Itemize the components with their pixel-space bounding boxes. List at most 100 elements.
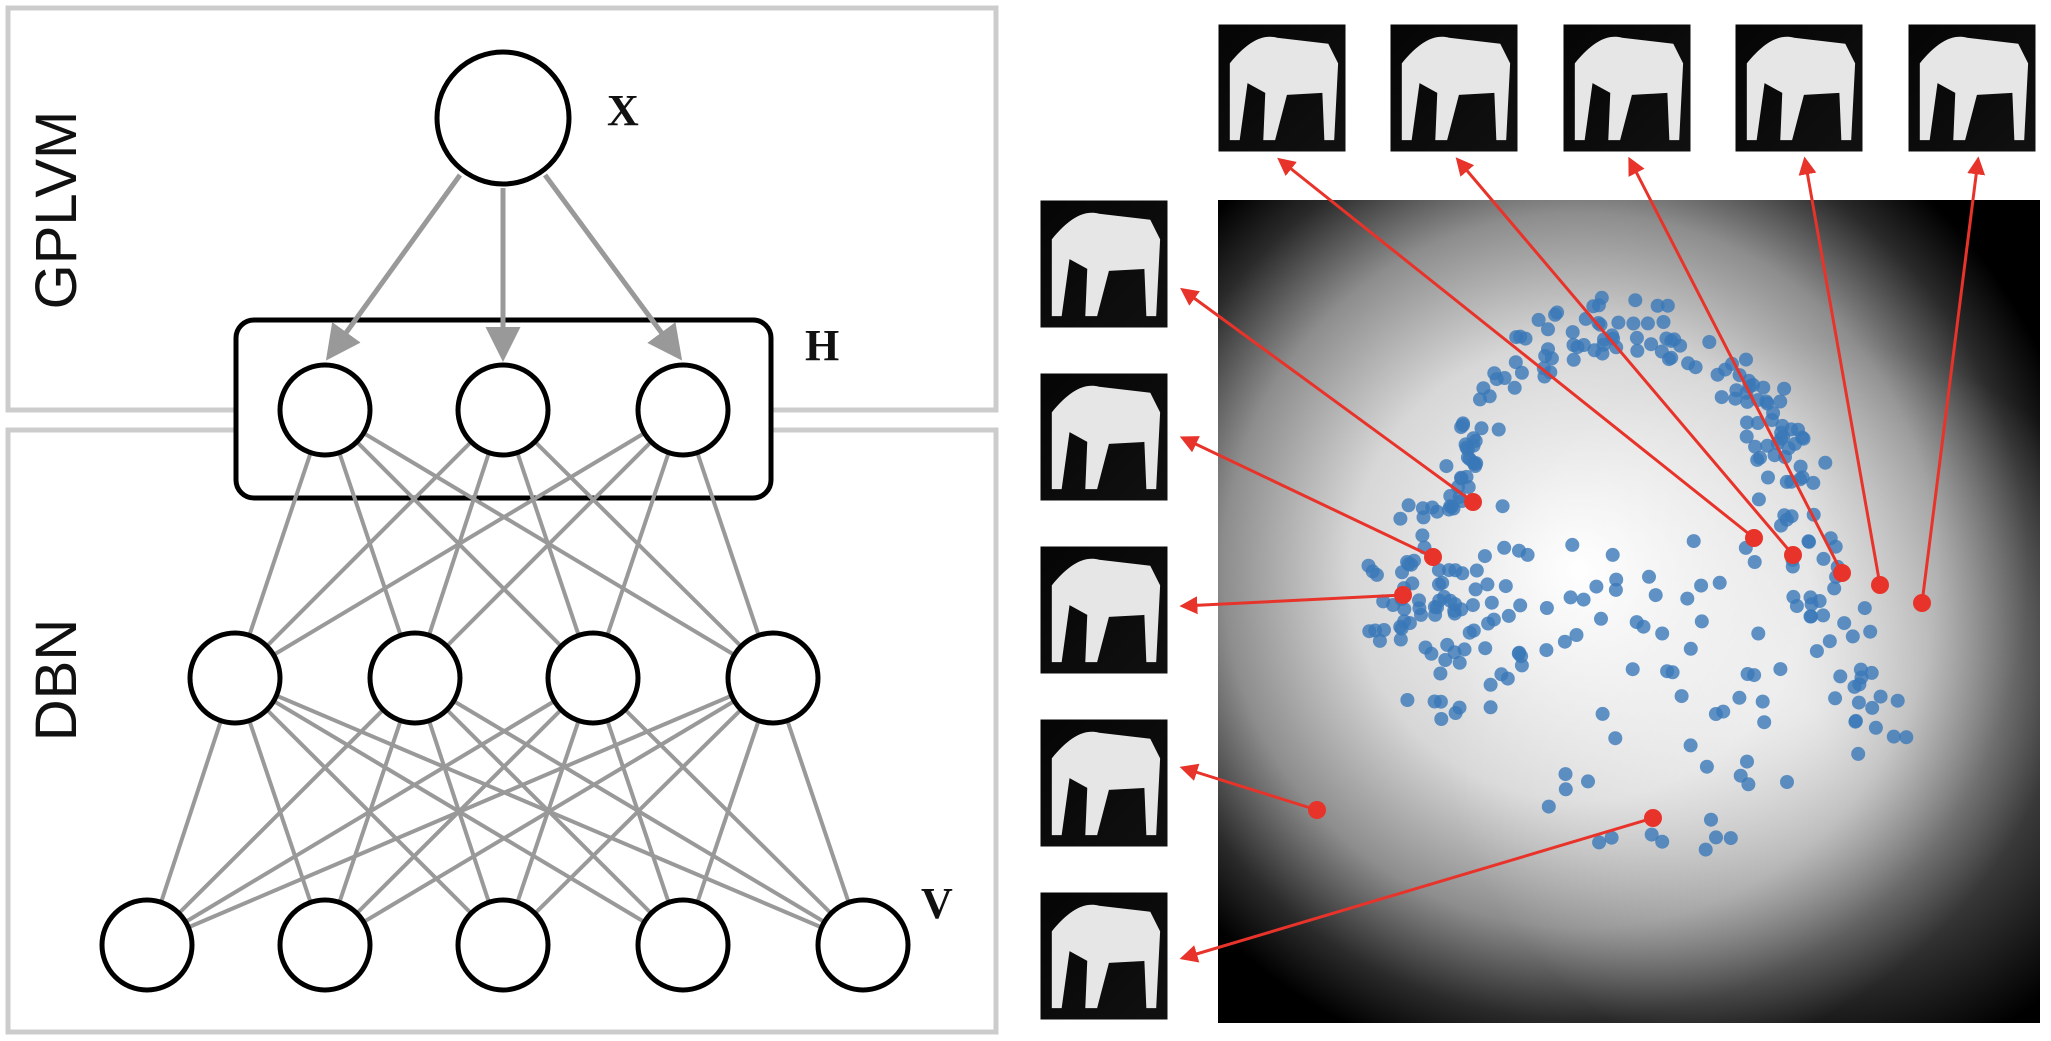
scatter-point (1430, 600, 1444, 615)
scatter-point (1804, 597, 1819, 612)
node-v5 (815, 897, 911, 993)
left-diagram: GPLVM DBN (5, 5, 999, 1035)
scatter-point (1469, 563, 1484, 578)
horse-silhouette (1051, 731, 1161, 836)
scatter-point (1483, 677, 1498, 692)
node-h1 (277, 362, 373, 458)
node-m3 (545, 630, 641, 726)
scatter-point (1514, 365, 1529, 380)
scatter-point (1362, 624, 1377, 639)
scatter-point (1890, 693, 1905, 708)
scatter-point (1777, 381, 1792, 396)
scatter-point (1780, 775, 1794, 789)
scatter-point (1497, 371, 1512, 385)
node-m2 (367, 630, 463, 726)
scatter-point (1456, 418, 1470, 433)
scatter-point (1747, 555, 1762, 569)
scatter-point (1694, 578, 1709, 593)
highlighted-point (1745, 529, 1763, 547)
scatter-point (1773, 662, 1788, 677)
scatter-point (1739, 429, 1754, 444)
scatter-point (1507, 380, 1522, 395)
scatter-point (1433, 666, 1448, 681)
scatter-point (1474, 421, 1489, 436)
scatter-point (1589, 579, 1604, 594)
scatter-point (1611, 315, 1626, 330)
scatter-point (1605, 547, 1620, 562)
scatter-point (1750, 452, 1765, 467)
scatter-point (1476, 381, 1491, 396)
scatter-point (1648, 588, 1663, 603)
latent-map-glow (1218, 200, 2040, 1023)
horse-thumbnail (1907, 23, 2037, 153)
edge (413, 408, 685, 680)
scatter-point (1702, 335, 1717, 349)
scatter-point (1415, 528, 1430, 543)
scatter-point (1640, 316, 1655, 331)
edge (146, 676, 774, 947)
arrow-x-h3 (542, 173, 683, 361)
scatter-point (1732, 690, 1747, 705)
scatter-point (1761, 470, 1775, 485)
scatter-point (1750, 416, 1765, 430)
edge (145, 676, 595, 947)
scatter-point (1558, 767, 1573, 782)
scatter-point (1644, 827, 1659, 842)
scatter-point (1578, 311, 1593, 326)
dbn-label: DBN (24, 619, 89, 741)
node-x (434, 49, 572, 187)
scatter-point (1654, 344, 1669, 359)
scatter-point (1576, 592, 1591, 607)
scatter-point (1655, 626, 1670, 641)
scatter-point (1899, 730, 1914, 745)
scatter-point (1837, 616, 1852, 631)
scatter-point (1432, 577, 1446, 592)
horse-thumbnail (1217, 23, 1347, 153)
scatter-point (1361, 558, 1376, 573)
scatter-point (1776, 429, 1791, 444)
scatter-point (1851, 746, 1866, 761)
scatter-point (1478, 641, 1493, 656)
correspondence-arrow (1798, 156, 1882, 586)
highlighted-point (1784, 546, 1802, 564)
nodes (99, 49, 911, 993)
correspondence-arrow (1180, 287, 1474, 504)
correspondence-arrow (1179, 593, 1404, 615)
horse-thumbnail (1562, 23, 1692, 153)
scatter-point (1747, 668, 1762, 683)
scatter-point (1481, 616, 1496, 631)
scatter-point (1538, 349, 1553, 363)
scatter-point (1806, 475, 1821, 490)
scatter-point (1595, 346, 1610, 361)
scatter-point (1708, 707, 1723, 721)
scatter-point (1539, 643, 1554, 658)
highlighted-point (1913, 594, 1931, 612)
scatter-point (1595, 706, 1610, 721)
x-to-h-arrows (325, 173, 683, 362)
scatter-point (1773, 394, 1788, 409)
horse-silhouette (1574, 36, 1684, 141)
scatter-point (1740, 754, 1754, 769)
h-label: H (805, 321, 839, 370)
scatter-point (1764, 413, 1779, 427)
edge (233, 408, 685, 680)
scatter-point (1565, 537, 1580, 552)
correspondence-arrow (1179, 816, 1654, 963)
scatter-point (1816, 608, 1831, 623)
scatter-point (1477, 549, 1492, 564)
scatter-point (1793, 459, 1808, 474)
scatter-point (1512, 543, 1526, 558)
scatter-point (1628, 293, 1643, 308)
horse-thumbnail (1734, 23, 1864, 153)
node-m4 (725, 630, 821, 726)
scatter-point (1816, 551, 1831, 566)
scatter-point (1563, 590, 1578, 605)
scatter-point (1857, 601, 1872, 616)
scatter-point (1630, 343, 1645, 358)
scatter-point (1625, 662, 1640, 677)
scatter-point (1401, 498, 1416, 513)
horse-thumbnail (1039, 199, 1169, 329)
scatter-point (1448, 563, 1463, 578)
scatter-point (1484, 595, 1499, 610)
